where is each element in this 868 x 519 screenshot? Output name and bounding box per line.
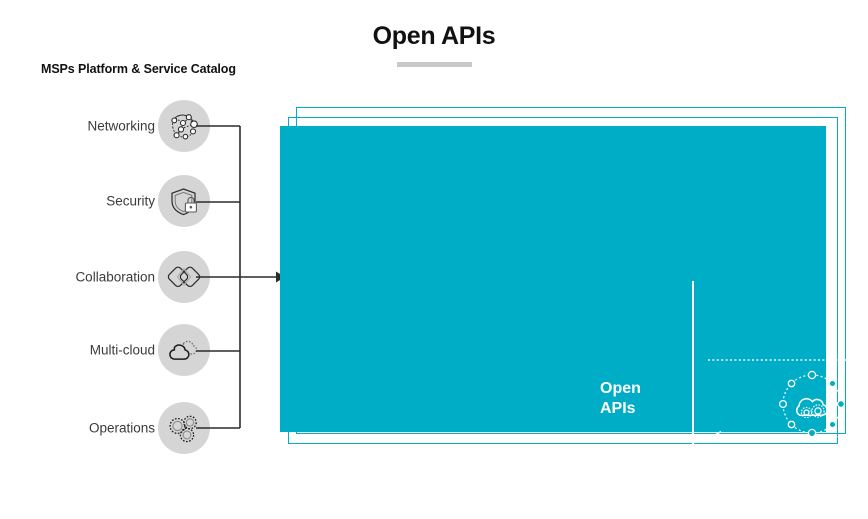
catalog-item-label: Security	[106, 193, 155, 209]
two-clouds-icon	[158, 324, 210, 376]
catalog-item-label: Multi-cloud	[89, 342, 155, 358]
shield-lock-icon	[158, 175, 210, 227]
catalog-item-operations[interactable]: Operations	[30, 400, 210, 456]
cloud-gears-network-icon	[778, 370, 846, 438]
catalog-item-label: Networking	[87, 118, 155, 134]
dotted-arrow-right	[708, 359, 868, 361]
open-apis-panel: Open APIs	[280, 126, 868, 519]
dotted-arrow-left	[710, 430, 868, 444]
catalog-heading: MSPs Platform & Service Catalog	[41, 62, 236, 76]
catalog-item-collaboration[interactable]: Collaboration	[30, 249, 210, 305]
page-title: Open APIs	[372, 22, 496, 50]
catalog-item-networking[interactable]: Networking	[30, 98, 210, 154]
catalog-item-label: Operations	[88, 420, 155, 436]
catalog-item-security[interactable]: Security	[30, 173, 210, 229]
panel-title-line-2: APIs	[600, 400, 636, 417]
title-underline-rule	[397, 62, 472, 67]
catalog-item-multi-cloud[interactable]: Multi-cloud	[30, 322, 210, 378]
panel-title-line-1: Open	[600, 380, 641, 397]
diagram-canvas: Open APIs MSPs Platform & Service Catalo…	[30, 22, 868, 519]
panel-divider-left	[692, 281, 694, 519]
bracket-connector	[196, 125, 285, 429]
panel-title: Open APIs	[600, 379, 684, 419]
catalog-item-label: Collaboration	[75, 269, 155, 285]
